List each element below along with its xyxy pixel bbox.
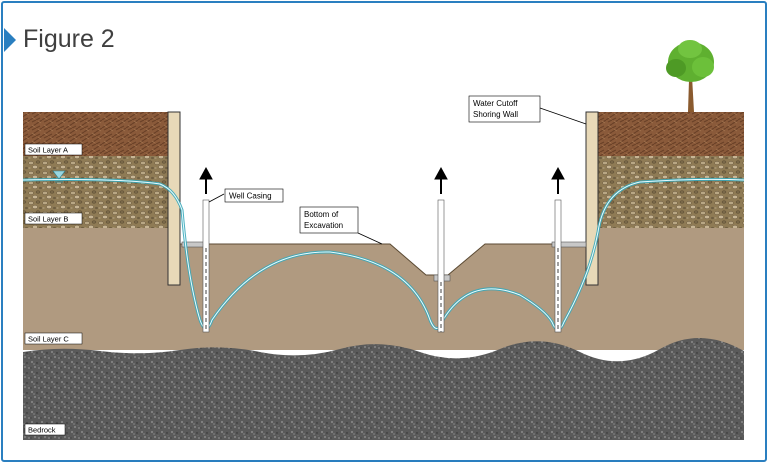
bedrock-layer	[23, 337, 744, 440]
title-tab-icon	[4, 28, 16, 52]
water-cutoff-label-2: Shoring Wall	[473, 110, 518, 119]
bedrock-label: Bedrock	[28, 426, 56, 435]
soil-layer-c	[23, 228, 744, 350]
bottom-excavation-label-1: Bottom of	[304, 210, 339, 219]
water-table-highlight	[22, 178, 745, 330]
water-table-triangle-icon	[52, 170, 66, 183]
callout-leaders	[208, 107, 587, 245]
shoring-wall-left	[167, 111, 181, 286]
well-casing-center	[437, 199, 445, 333]
soil-layer-b-label: Soil Layer B	[28, 215, 68, 224]
figure-title: Figure 2	[23, 25, 115, 53]
water-cutoff-label-1: Water Cutoff	[473, 99, 518, 108]
bottom-excavation-label-2: Excavation	[304, 221, 343, 230]
well-casing-right	[554, 199, 562, 333]
tree-icon	[666, 40, 714, 112]
excavation-void	[180, 112, 586, 275]
soil-layer-b-right	[598, 156, 744, 228]
up-arrow-icon	[199, 166, 565, 194]
soil-layer-a-label: Soil Layer A	[28, 146, 68, 155]
soil-layer-c-label: Soil Layer C	[28, 335, 69, 344]
soil-layer-a-right	[598, 112, 744, 156]
well-casing-label: Well Casing	[229, 192, 272, 201]
well-casing-left	[202, 199, 210, 333]
